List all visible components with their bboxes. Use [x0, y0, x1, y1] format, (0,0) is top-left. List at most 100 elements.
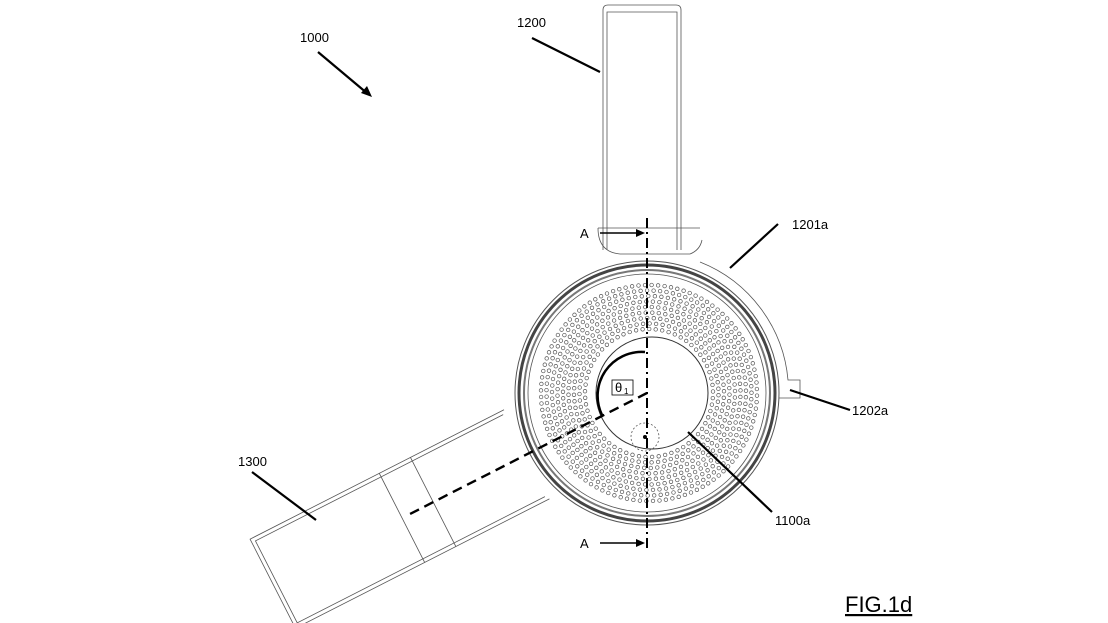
perforation-hole — [600, 311, 606, 317]
perforation-hole — [631, 300, 636, 305]
perforation-hole — [723, 366, 728, 371]
perforation-hole — [703, 462, 709, 467]
perforation-hole — [661, 464, 666, 469]
perforation-hole — [586, 338, 591, 343]
perforation-hole — [718, 369, 724, 375]
perforation-hole — [696, 307, 701, 312]
perforation-hole — [553, 432, 558, 437]
perforation-hole — [707, 369, 712, 375]
perforation-hole — [737, 356, 742, 361]
perforation-hole — [666, 329, 671, 335]
perforation-hole — [714, 328, 719, 334]
perforation-hole — [612, 306, 617, 311]
perforation-hole — [715, 307, 720, 312]
perforation-hole — [566, 385, 571, 391]
perforation-hole — [703, 341, 708, 346]
perforation-hole — [607, 326, 613, 332]
perforation-hole — [600, 318, 605, 323]
perforation-hole — [539, 381, 544, 387]
perforation-hole — [584, 360, 589, 365]
perforation-hole — [706, 355, 712, 360]
perforation-hole — [570, 322, 575, 328]
perforation-hole — [634, 322, 639, 327]
perforation-hole — [560, 361, 565, 366]
perforation-hole — [541, 368, 546, 374]
perforation-hole — [640, 327, 645, 332]
perforation-hole — [627, 474, 633, 480]
perforation-hole — [728, 363, 733, 368]
perforation-hole — [669, 313, 674, 318]
perforation-hole — [595, 328, 600, 334]
perforation-hole — [682, 306, 687, 311]
perforation-hole — [659, 294, 664, 299]
perforation-hole — [577, 308, 582, 313]
perforation-hole — [680, 451, 685, 456]
perforation-hole — [704, 320, 710, 325]
perforation-hole — [562, 409, 568, 414]
perforation-hole — [583, 449, 588, 454]
perforation-hole — [543, 420, 548, 425]
perforation-hole — [650, 498, 656, 504]
perforation-hole — [658, 492, 663, 497]
section-label-top: A — [580, 226, 589, 241]
perforation-hole — [565, 364, 570, 369]
perforation-hole — [621, 473, 626, 478]
perforation-hole — [589, 468, 594, 474]
perforation-hole — [723, 351, 728, 356]
perforation-hole — [748, 354, 754, 360]
perforation-hole — [722, 418, 727, 423]
perforation-hole — [675, 309, 680, 314]
perforation-hole — [635, 465, 640, 470]
perforation-hole — [638, 288, 643, 293]
perforation-hole — [678, 464, 684, 470]
perforation-hole — [743, 395, 749, 400]
perforation-hole — [727, 444, 733, 449]
perforation-hole — [672, 332, 677, 337]
perforation-hole — [698, 328, 703, 334]
perforation-hole — [731, 408, 736, 413]
perforation-hole — [555, 393, 560, 398]
perforation-hole — [544, 387, 549, 393]
perforation-hole — [617, 309, 623, 315]
perforation-hole — [749, 397, 754, 402]
perforation-hole — [581, 343, 587, 348]
perforation-hole — [728, 350, 734, 355]
perforation-hole — [725, 324, 730, 330]
perforation-hole — [727, 392, 732, 397]
perforation-hole — [690, 458, 695, 463]
perforation-hole — [689, 297, 694, 302]
perforation-hole — [678, 329, 684, 334]
perforation-hole — [738, 388, 743, 393]
perforation-hole — [580, 435, 585, 441]
perforation-hole — [655, 283, 661, 288]
label-1000: 1000 — [300, 30, 329, 45]
perforation-hole — [670, 291, 676, 296]
perforation-hole — [601, 443, 606, 448]
perforation-hole — [694, 312, 699, 317]
perforation-hole — [699, 345, 704, 350]
perforation-hole — [675, 477, 680, 483]
perforation-hole — [668, 479, 674, 484]
perforation-hole — [600, 475, 605, 481]
perforation-hole — [582, 429, 588, 435]
perforation-hole — [716, 323, 721, 328]
perforation-hole — [733, 326, 738, 331]
angle-subscript: 1 — [624, 387, 629, 396]
perforation-hole — [610, 288, 616, 294]
perforation-hole — [682, 492, 688, 498]
perforation-hole — [648, 465, 653, 471]
perforation-hole — [577, 391, 582, 397]
perforation-hole — [681, 288, 686, 293]
perforation-hole — [571, 442, 576, 447]
perforation-hole — [587, 300, 592, 305]
perforation-hole — [630, 452, 635, 457]
perforation-hole — [682, 480, 688, 486]
perforation-hole — [560, 345, 566, 351]
perforation-hole — [701, 310, 707, 316]
perforation-hole — [600, 324, 605, 330]
perforation-hole — [696, 447, 701, 452]
perforation-hole — [612, 451, 617, 456]
perforation-hole — [687, 290, 692, 296]
perforation-hole — [694, 300, 700, 305]
perforation-hole — [614, 299, 619, 304]
